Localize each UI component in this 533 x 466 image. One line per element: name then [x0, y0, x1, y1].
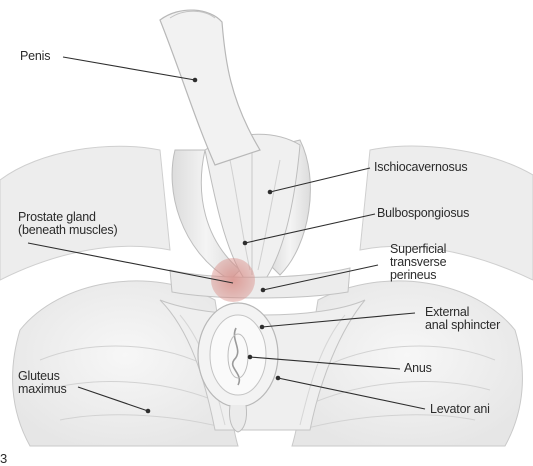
label-gluteus-maximus: Gluteus maximus — [18, 370, 67, 396]
label-superficial-transverse-perineus: Superficial transverse perineus — [390, 243, 446, 282]
figure-corner-mark: 3 — [0, 452, 7, 465]
label-prostate-gland: Prostate gland (beneath muscles) — [18, 211, 117, 237]
label-ischiocavernosus: Ischiocavernosus — [374, 161, 467, 174]
label-external-anal-sphincter: External anal sphincter — [425, 306, 500, 332]
penis-shape — [160, 10, 260, 165]
label-penis: Penis — [20, 50, 50, 63]
label-anus: Anus — [404, 362, 432, 375]
label-levator-ani: Levator ani — [430, 403, 490, 416]
label-bulbospongiosus: Bulbospongiosus — [377, 207, 469, 220]
